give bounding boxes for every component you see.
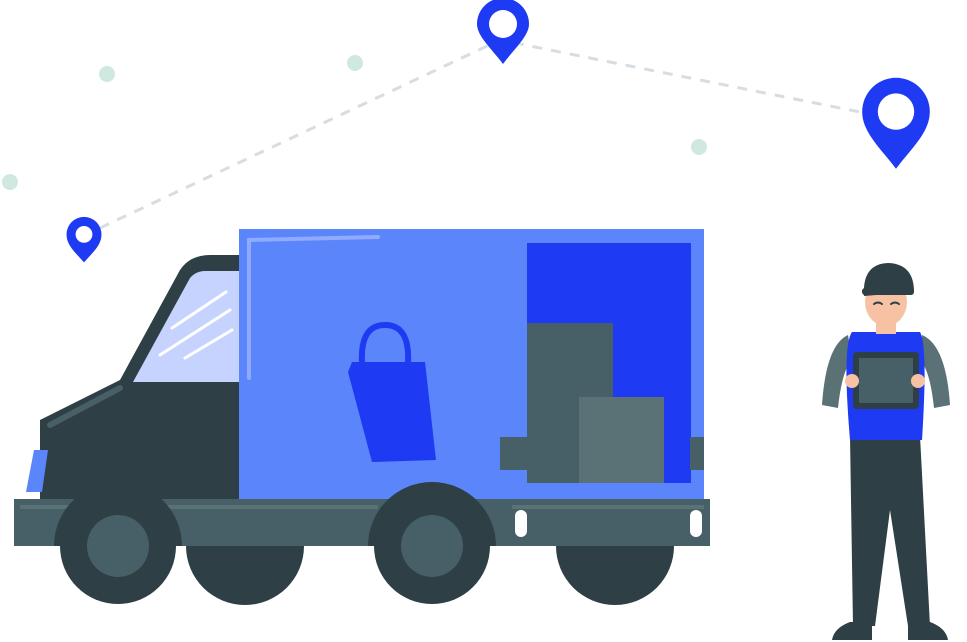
wheel — [374, 488, 490, 604]
tablet-screen — [859, 358, 913, 403]
truck-windshield — [133, 271, 240, 382]
delivery-truck — [14, 229, 710, 605]
courier-hand — [845, 374, 859, 388]
courier-arm — [920, 335, 950, 408]
dot — [347, 55, 363, 71]
courier-shoe — [832, 622, 872, 640]
door-latch — [690, 437, 704, 470]
route-line — [99, 38, 901, 230]
map-pin-icon — [477, 0, 529, 64]
cab-trim — [47, 385, 123, 428]
courier-cap-brim — [862, 288, 914, 295]
courier-eyes — [873, 301, 900, 305]
dot — [2, 174, 18, 190]
courier-cap — [863, 263, 914, 296]
map-pin-icon — [66, 216, 102, 263]
windshield-glare — [158, 290, 234, 360]
shopping-bag-icon — [348, 321, 436, 462]
decorative-dots — [2, 55, 707, 190]
headlight — [26, 450, 48, 492]
wheel — [60, 488, 176, 604]
door-latch — [500, 437, 528, 470]
courier-shoe — [908, 622, 948, 640]
tail-light — [690, 510, 702, 537]
wheel — [186, 546, 304, 605]
courier-person — [822, 263, 950, 640]
map-pin-icon — [862, 77, 930, 169]
cargo-highlight — [247, 235, 380, 380]
courier-hand — [911, 374, 925, 388]
courier-arm — [822, 335, 852, 408]
wheel — [556, 546, 674, 605]
dot — [691, 139, 707, 155]
courier-legs — [850, 436, 930, 626]
dot — [99, 66, 115, 82]
package-box-icon — [579, 397, 664, 483]
tail-light — [515, 510, 527, 537]
